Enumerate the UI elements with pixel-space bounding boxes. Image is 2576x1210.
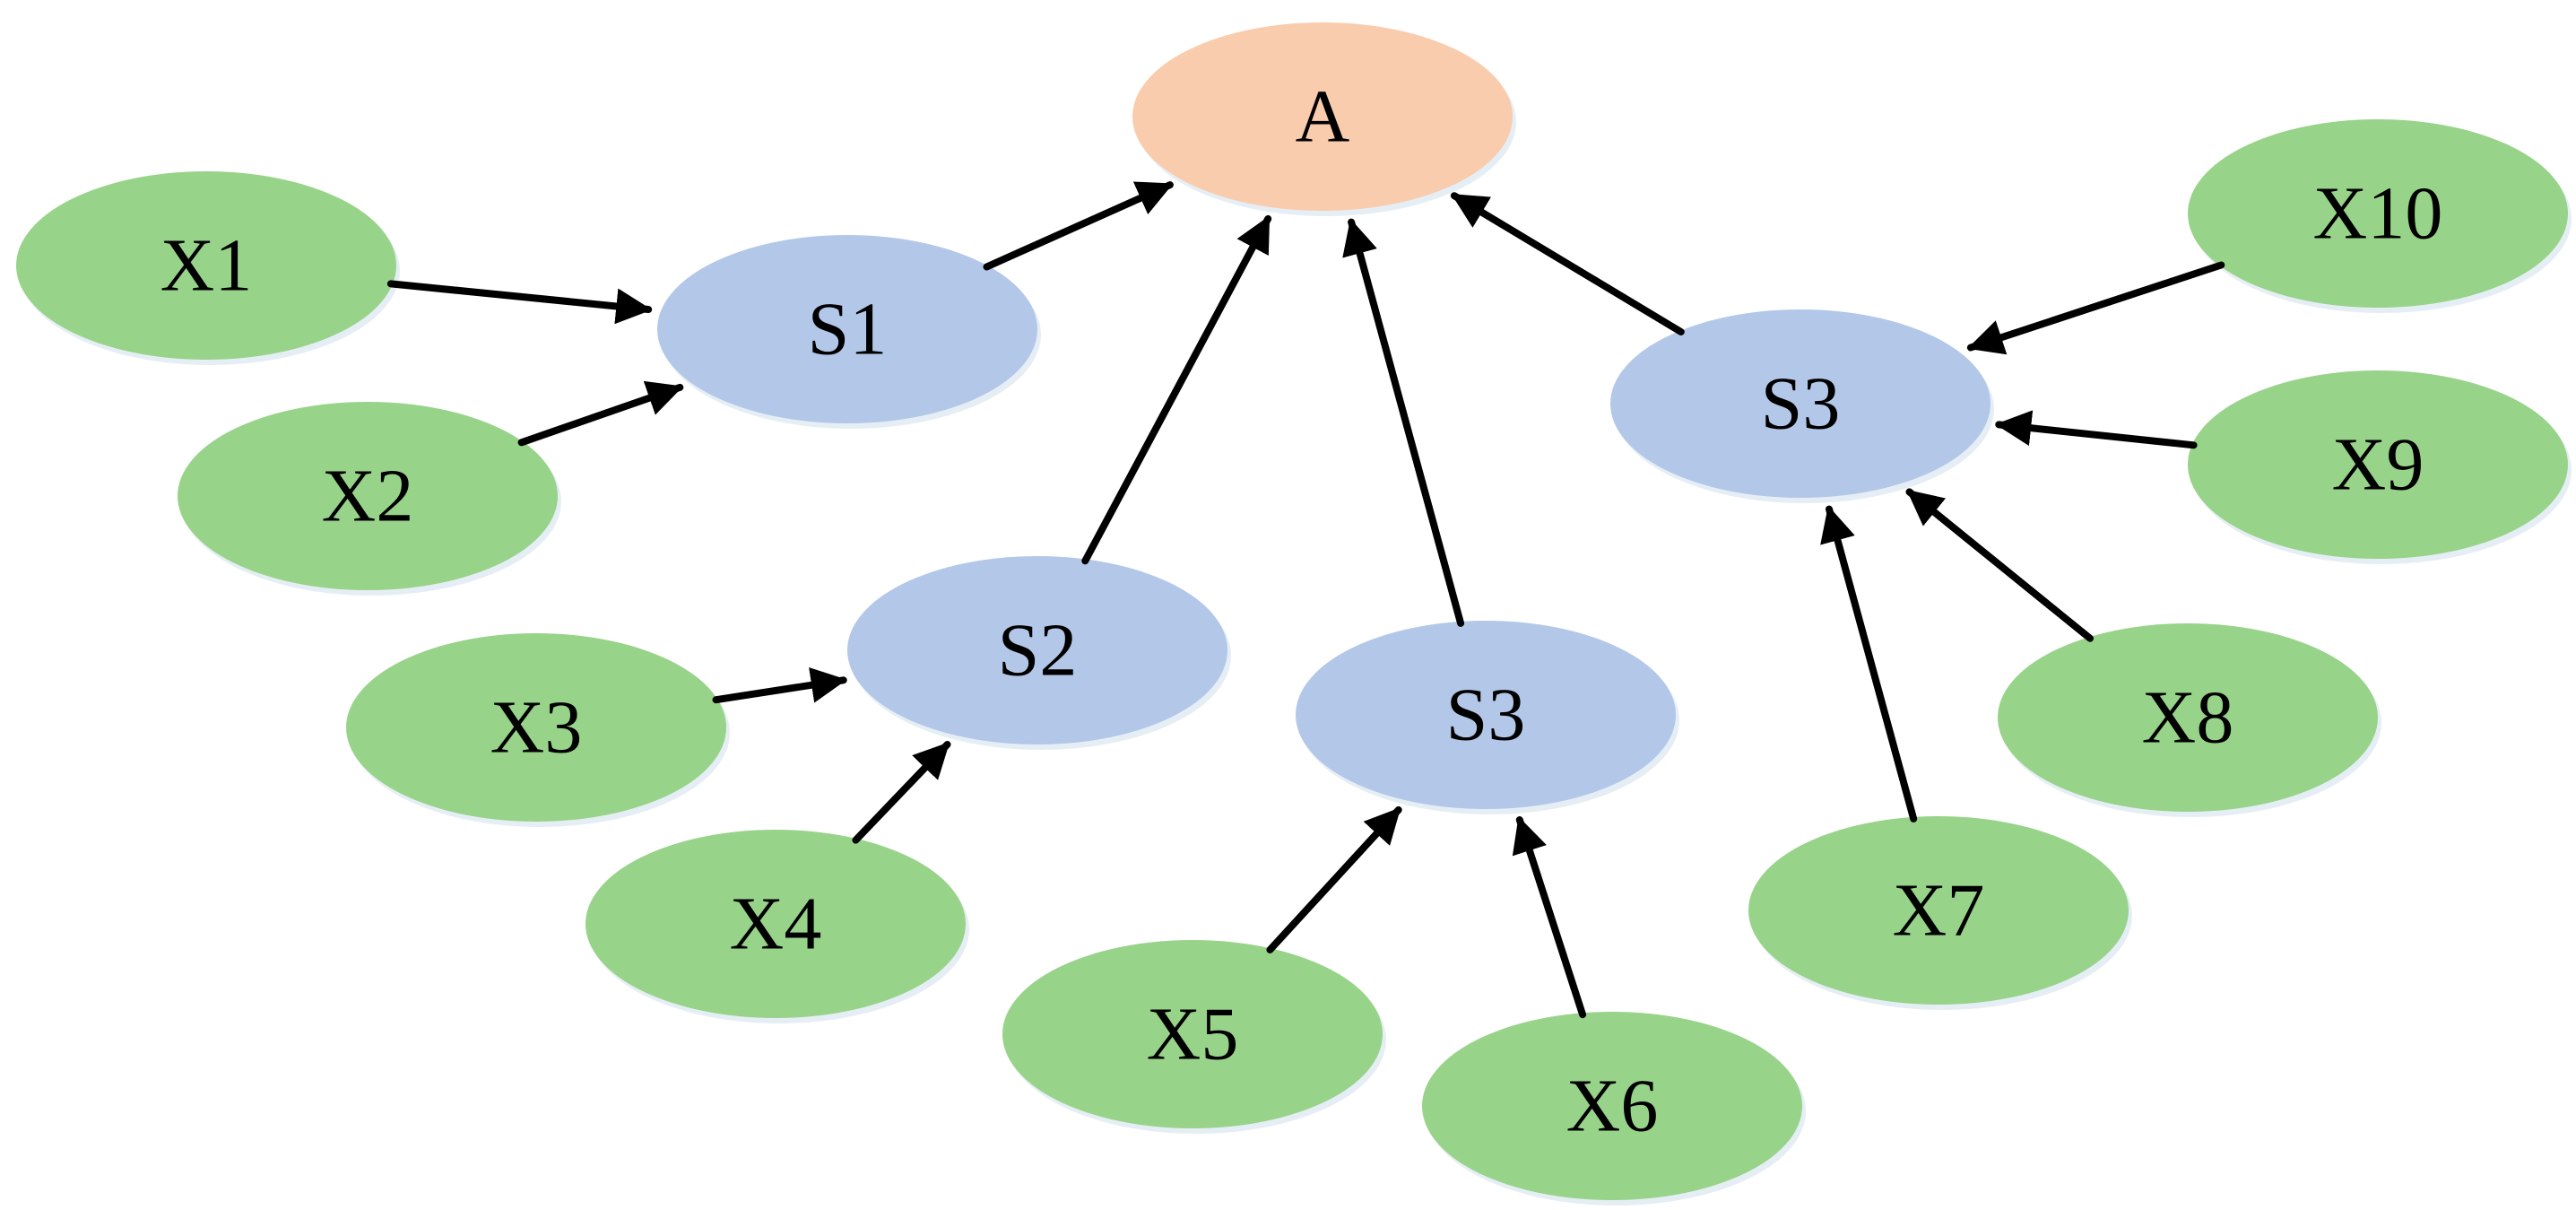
node-x7: X7 xyxy=(1748,816,2132,1010)
node-x3: X3 xyxy=(346,633,730,827)
edge-s1-to-a xyxy=(983,181,1174,271)
node-ellipse-input xyxy=(346,633,726,822)
edge-x9-to-s3b xyxy=(1995,410,2198,449)
node-label: X10 xyxy=(2313,172,2443,256)
node-label: A xyxy=(1296,75,1350,159)
node-x9: X9 xyxy=(2188,370,2572,564)
edge-x3-to-s2 xyxy=(712,667,847,704)
node-x6: X6 xyxy=(1422,1012,1806,1206)
node-ellipse-input xyxy=(16,171,396,360)
edge-s3b-to-a xyxy=(1450,192,1685,335)
edge-s2-to-a xyxy=(1081,214,1272,565)
node-label: X8 xyxy=(2142,676,2234,760)
node-ellipse-input xyxy=(2188,370,2568,559)
node-label: X6 xyxy=(1566,1065,1659,1148)
node-ellipse-input xyxy=(1002,940,1383,1128)
node-a: A xyxy=(1132,22,1516,216)
node-label: X9 xyxy=(2332,423,2424,507)
edge-s3a-to-a xyxy=(1342,218,1465,627)
node-ellipse-input xyxy=(1748,816,2129,1005)
edge-x2-to-s1 xyxy=(517,380,684,447)
node-s2: S2 xyxy=(847,556,1231,750)
node-label: X4 xyxy=(730,883,822,966)
node-s1: S1 xyxy=(657,235,1041,429)
node-ellipse-summary xyxy=(1610,309,1991,498)
node-x8: X8 xyxy=(1998,623,2381,817)
node-label: S3 xyxy=(1761,362,1841,446)
node-ellipse-input xyxy=(1422,1012,1802,1200)
node-ellipse-summary xyxy=(1296,621,1676,809)
node-label: X1 xyxy=(160,224,253,308)
node-ellipse-summary xyxy=(847,556,1227,744)
edge-x4-to-s2 xyxy=(852,741,951,844)
node-label: X5 xyxy=(1147,993,1239,1076)
edge-x6-to-s3a xyxy=(1512,816,1587,1019)
node-s3a: S3 xyxy=(1296,621,1679,814)
node-label: X2 xyxy=(322,455,414,538)
node-ellipse-input xyxy=(1998,623,2378,812)
edge-x5-to-s3a xyxy=(1266,805,1402,953)
node-ellipse-input xyxy=(178,402,558,590)
edge-x10-to-s3b xyxy=(1966,261,2225,355)
node-ellipse-input xyxy=(585,830,966,1018)
node-x2: X2 xyxy=(178,402,561,596)
edge-x1-to-s1 xyxy=(386,280,653,325)
node-label: S3 xyxy=(1446,674,1526,757)
edge-x7-to-s3b xyxy=(1820,505,1918,823)
edge-x8-to-s3b xyxy=(1905,488,2094,642)
node-s3b: S3 xyxy=(1610,309,1994,503)
node-x5: X5 xyxy=(1002,940,1386,1134)
node-ellipse-summary xyxy=(657,235,1037,423)
node-x4: X4 xyxy=(585,830,969,1023)
node-x1: X1 xyxy=(16,171,400,365)
edges-layer xyxy=(386,181,2225,1019)
node-label: S1 xyxy=(808,288,888,371)
node-label: X7 xyxy=(1893,869,1985,953)
node-ellipse-input xyxy=(2188,119,2568,308)
node-label: X3 xyxy=(490,686,583,770)
node-ellipse-root xyxy=(1132,22,1513,211)
node-label: S2 xyxy=(998,609,1078,692)
node-x10: X10 xyxy=(2188,119,2572,313)
